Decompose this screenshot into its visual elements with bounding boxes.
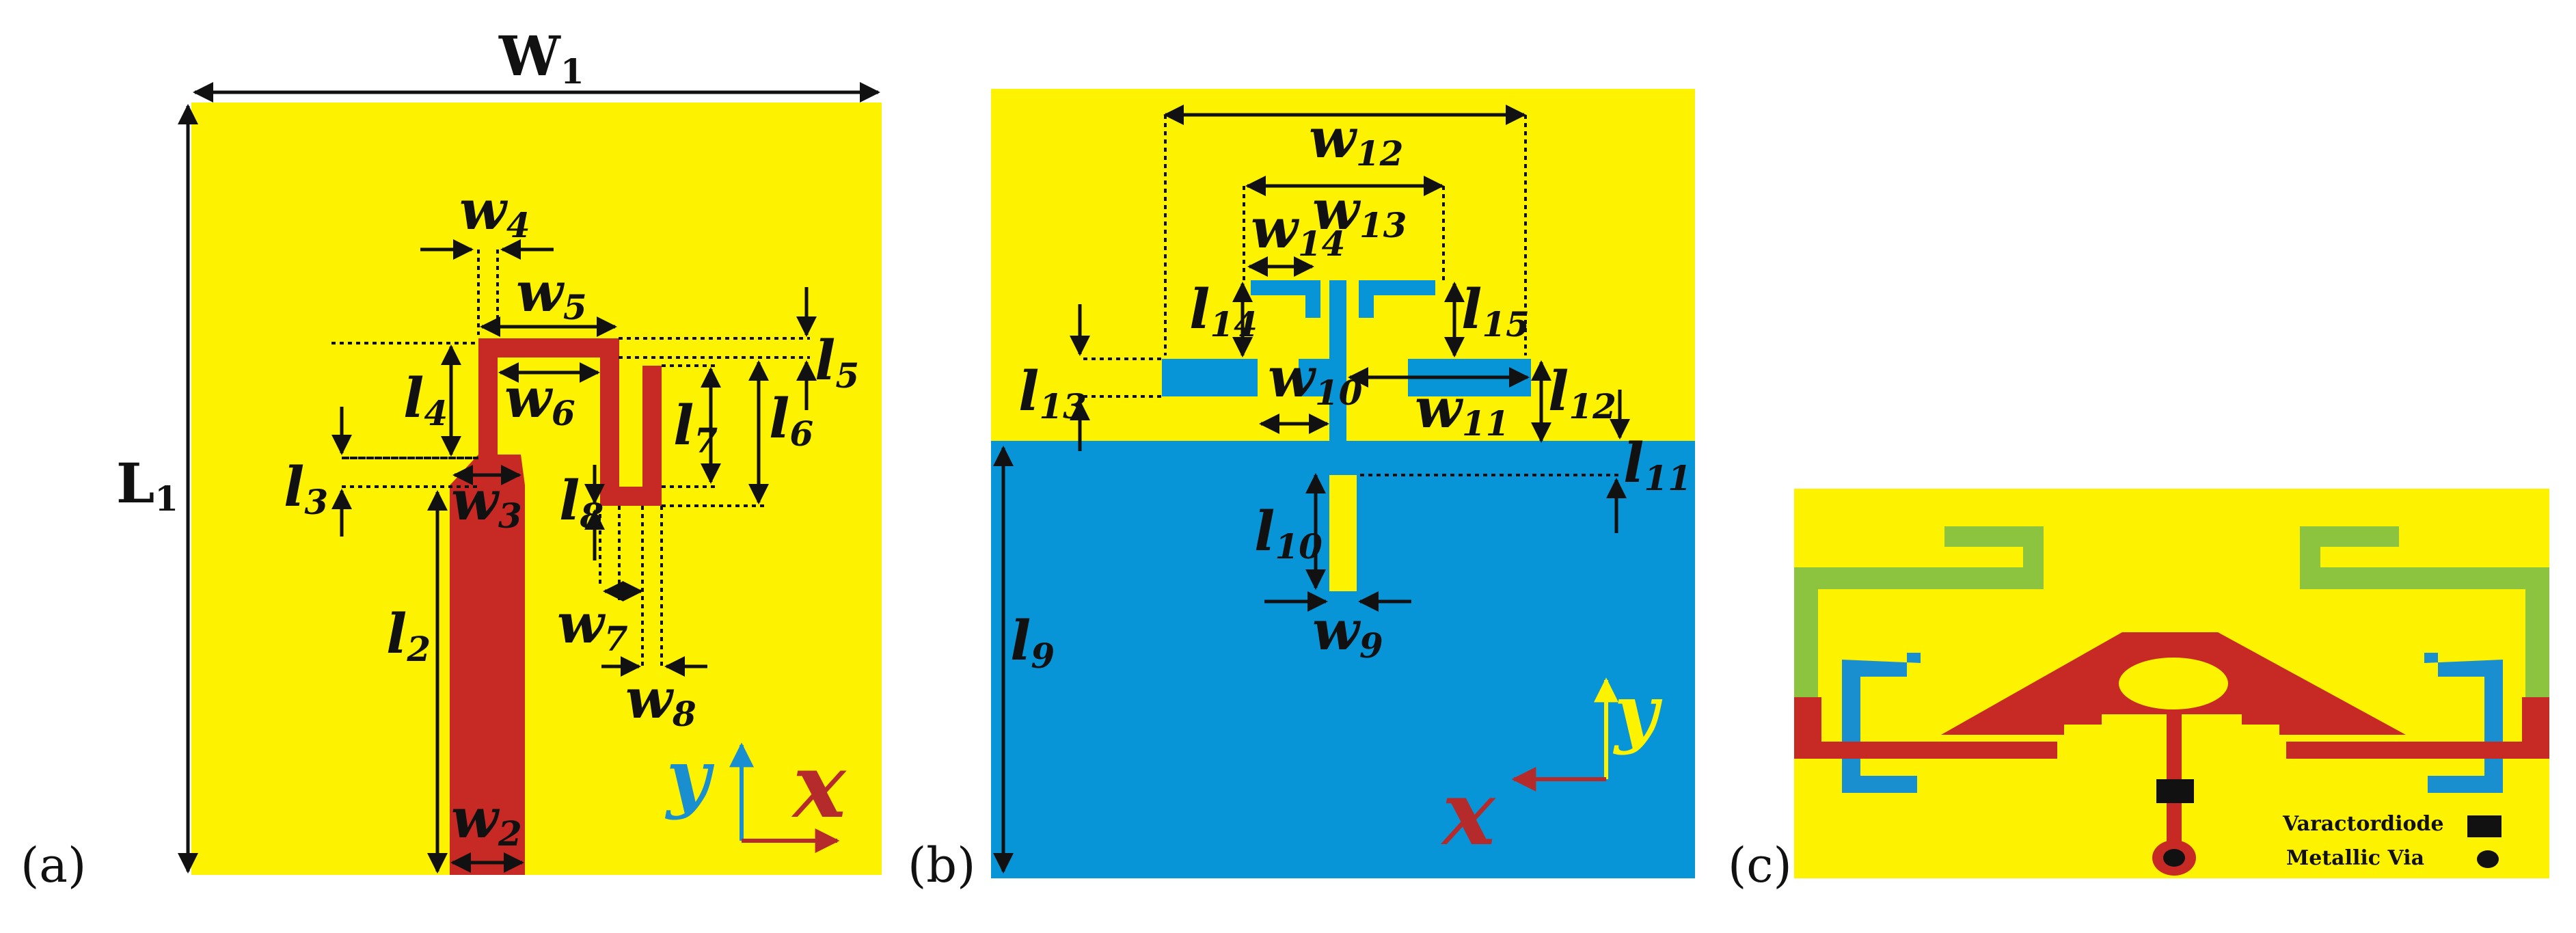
label-w3: w3 [451,468,522,536]
panel-tag-b: (b) [908,837,975,893]
label-l6: l6 [769,386,813,454]
label-w6: w6 [504,366,575,433]
label-L1: L1 [116,451,178,519]
triangle-hole [2119,658,2228,709]
label-l8: l8 [559,468,604,536]
label-w14: w14 [1251,196,1345,264]
meander-stub-left [478,338,498,458]
legend-varactor-label: Varactordiode [2282,812,2444,836]
varactor-diode [2156,779,2194,803]
ground-step-right [1360,359,1408,441]
blue-bracket-left [1842,653,1921,793]
feed-line [450,485,525,875]
red-bar-left-h [1794,742,2057,759]
legend-via-label: Metallic Via [2286,846,2424,870]
label-W1: W1 [498,24,584,92]
panel-a: W1 L1 w4 w5 w6 l4 l5 l6 l7 [21,24,882,893]
label-l2: l2 [386,601,431,669]
legend-varactor-swatch [2467,815,2502,837]
meander-top [478,338,619,357]
label-l9: l9 [1010,608,1055,676]
label-l10: l10 [1254,499,1323,567]
label-w4: w4 [459,178,530,245]
panel-tag-c: (c) [1728,837,1792,893]
top-bar-left-drop [1305,280,1320,318]
green-slot-right [2300,526,2549,704]
red-bar-right-h [2286,742,2549,759]
label-w8: w8 [625,666,696,734]
label-w5: w5 [516,260,587,327]
label-l3: l3 [284,455,328,522]
label-l14: l14 [1189,277,1258,344]
label-w12: w12 [1309,106,1403,174]
blue-bracket-right [2424,653,2503,793]
top-bar-right [1374,280,1435,295]
label-w2: w2 [451,786,522,854]
ground-stub-fill-l [1162,359,1258,396]
label-w10: w10 [1268,345,1363,413]
label-l12: l12 [1548,359,1616,427]
top-bar-right-drop [1359,280,1374,318]
label-l7: l7 [673,393,718,461]
feed-slot [1329,475,1357,591]
label-l4: l4 [403,366,448,433]
metallic-via [2163,849,2185,867]
panel-c: Varactordiode Metallic Via (c) [1728,489,2549,893]
axis-x-label-b: x [1440,761,1496,865]
meander-mid-down [600,338,619,506]
label-w13: w13 [1312,178,1407,245]
label-l5: l5 [815,328,859,396]
axis-y-label-a: y [664,733,715,821]
top-bar-left [1251,280,1305,295]
label-w7: w7 [557,591,628,659]
meander-right-up [642,366,662,506]
label-l13: l13 [1018,359,1087,427]
panel-tag-a: (a) [21,837,86,893]
label-l11: l11 [1623,431,1692,498]
legend-via-swatch [2477,850,2499,868]
axis-x-label-a: x [791,733,847,838]
panel-b: w12 w13 w14 l14 l15 l13 w10 w11 l12 l11 [908,89,1695,893]
label-w11: w11 [1415,376,1509,444]
axis-y-label-b: y [1612,668,1663,756]
label-w9: w9 [1312,598,1383,666]
label-l15: l15 [1461,277,1530,344]
center-stem [1329,280,1346,441]
green-slot-left [1794,526,2044,704]
